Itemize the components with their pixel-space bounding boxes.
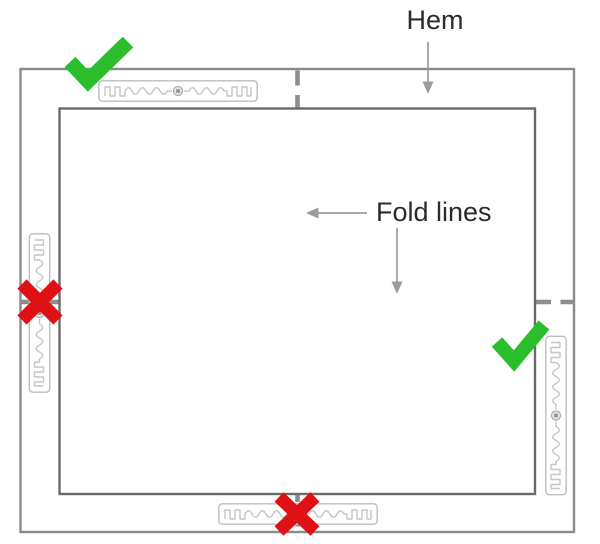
hem-inner-edge	[58, 107, 537, 496]
fold-lines-callout-arrow-left	[306, 207, 367, 219]
cross-icon-bottom-fold	[274, 492, 320, 536]
fold-lines-callout-arrow-down	[391, 228, 403, 294]
fold-lines-label: Fold lines	[376, 197, 492, 227]
rfid-tag-right-hem	[545, 335, 567, 496]
rfid-tag-top-hem	[98, 80, 258, 102]
hem-label: Hem	[406, 5, 464, 35]
hem-callout-arrow	[422, 42, 434, 94]
checkmark-icon-bottom-right	[491, 320, 550, 372]
checkmark-icon-top-left	[64, 36, 134, 92]
cross-icon-left-fold	[17, 279, 63, 325]
